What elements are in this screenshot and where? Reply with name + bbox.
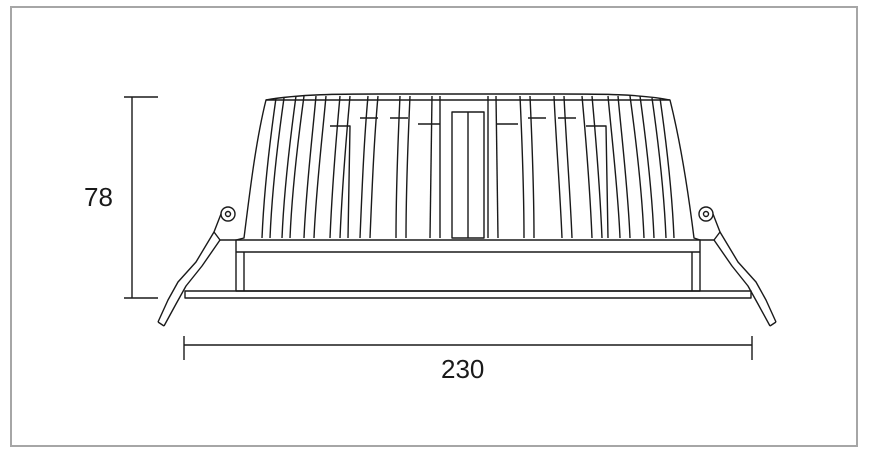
left-spring-clip (157, 206, 236, 327)
heat-sink-outline (235, 93, 701, 241)
heat-sink-fins-right (487, 95, 675, 239)
width-dimension-line (183, 336, 753, 360)
trim-flange (184, 290, 752, 299)
width-dimension-label: 230 (441, 354, 485, 384)
body-base (235, 239, 701, 292)
drawing-frame (10, 6, 858, 447)
right-spring-clip (698, 206, 777, 327)
height-dimension-label: 78 (84, 182, 113, 212)
heat-sink-inner-panels (330, 111, 609, 239)
heat-sink-fins-left (261, 95, 441, 239)
height-dimension-line (124, 96, 158, 299)
